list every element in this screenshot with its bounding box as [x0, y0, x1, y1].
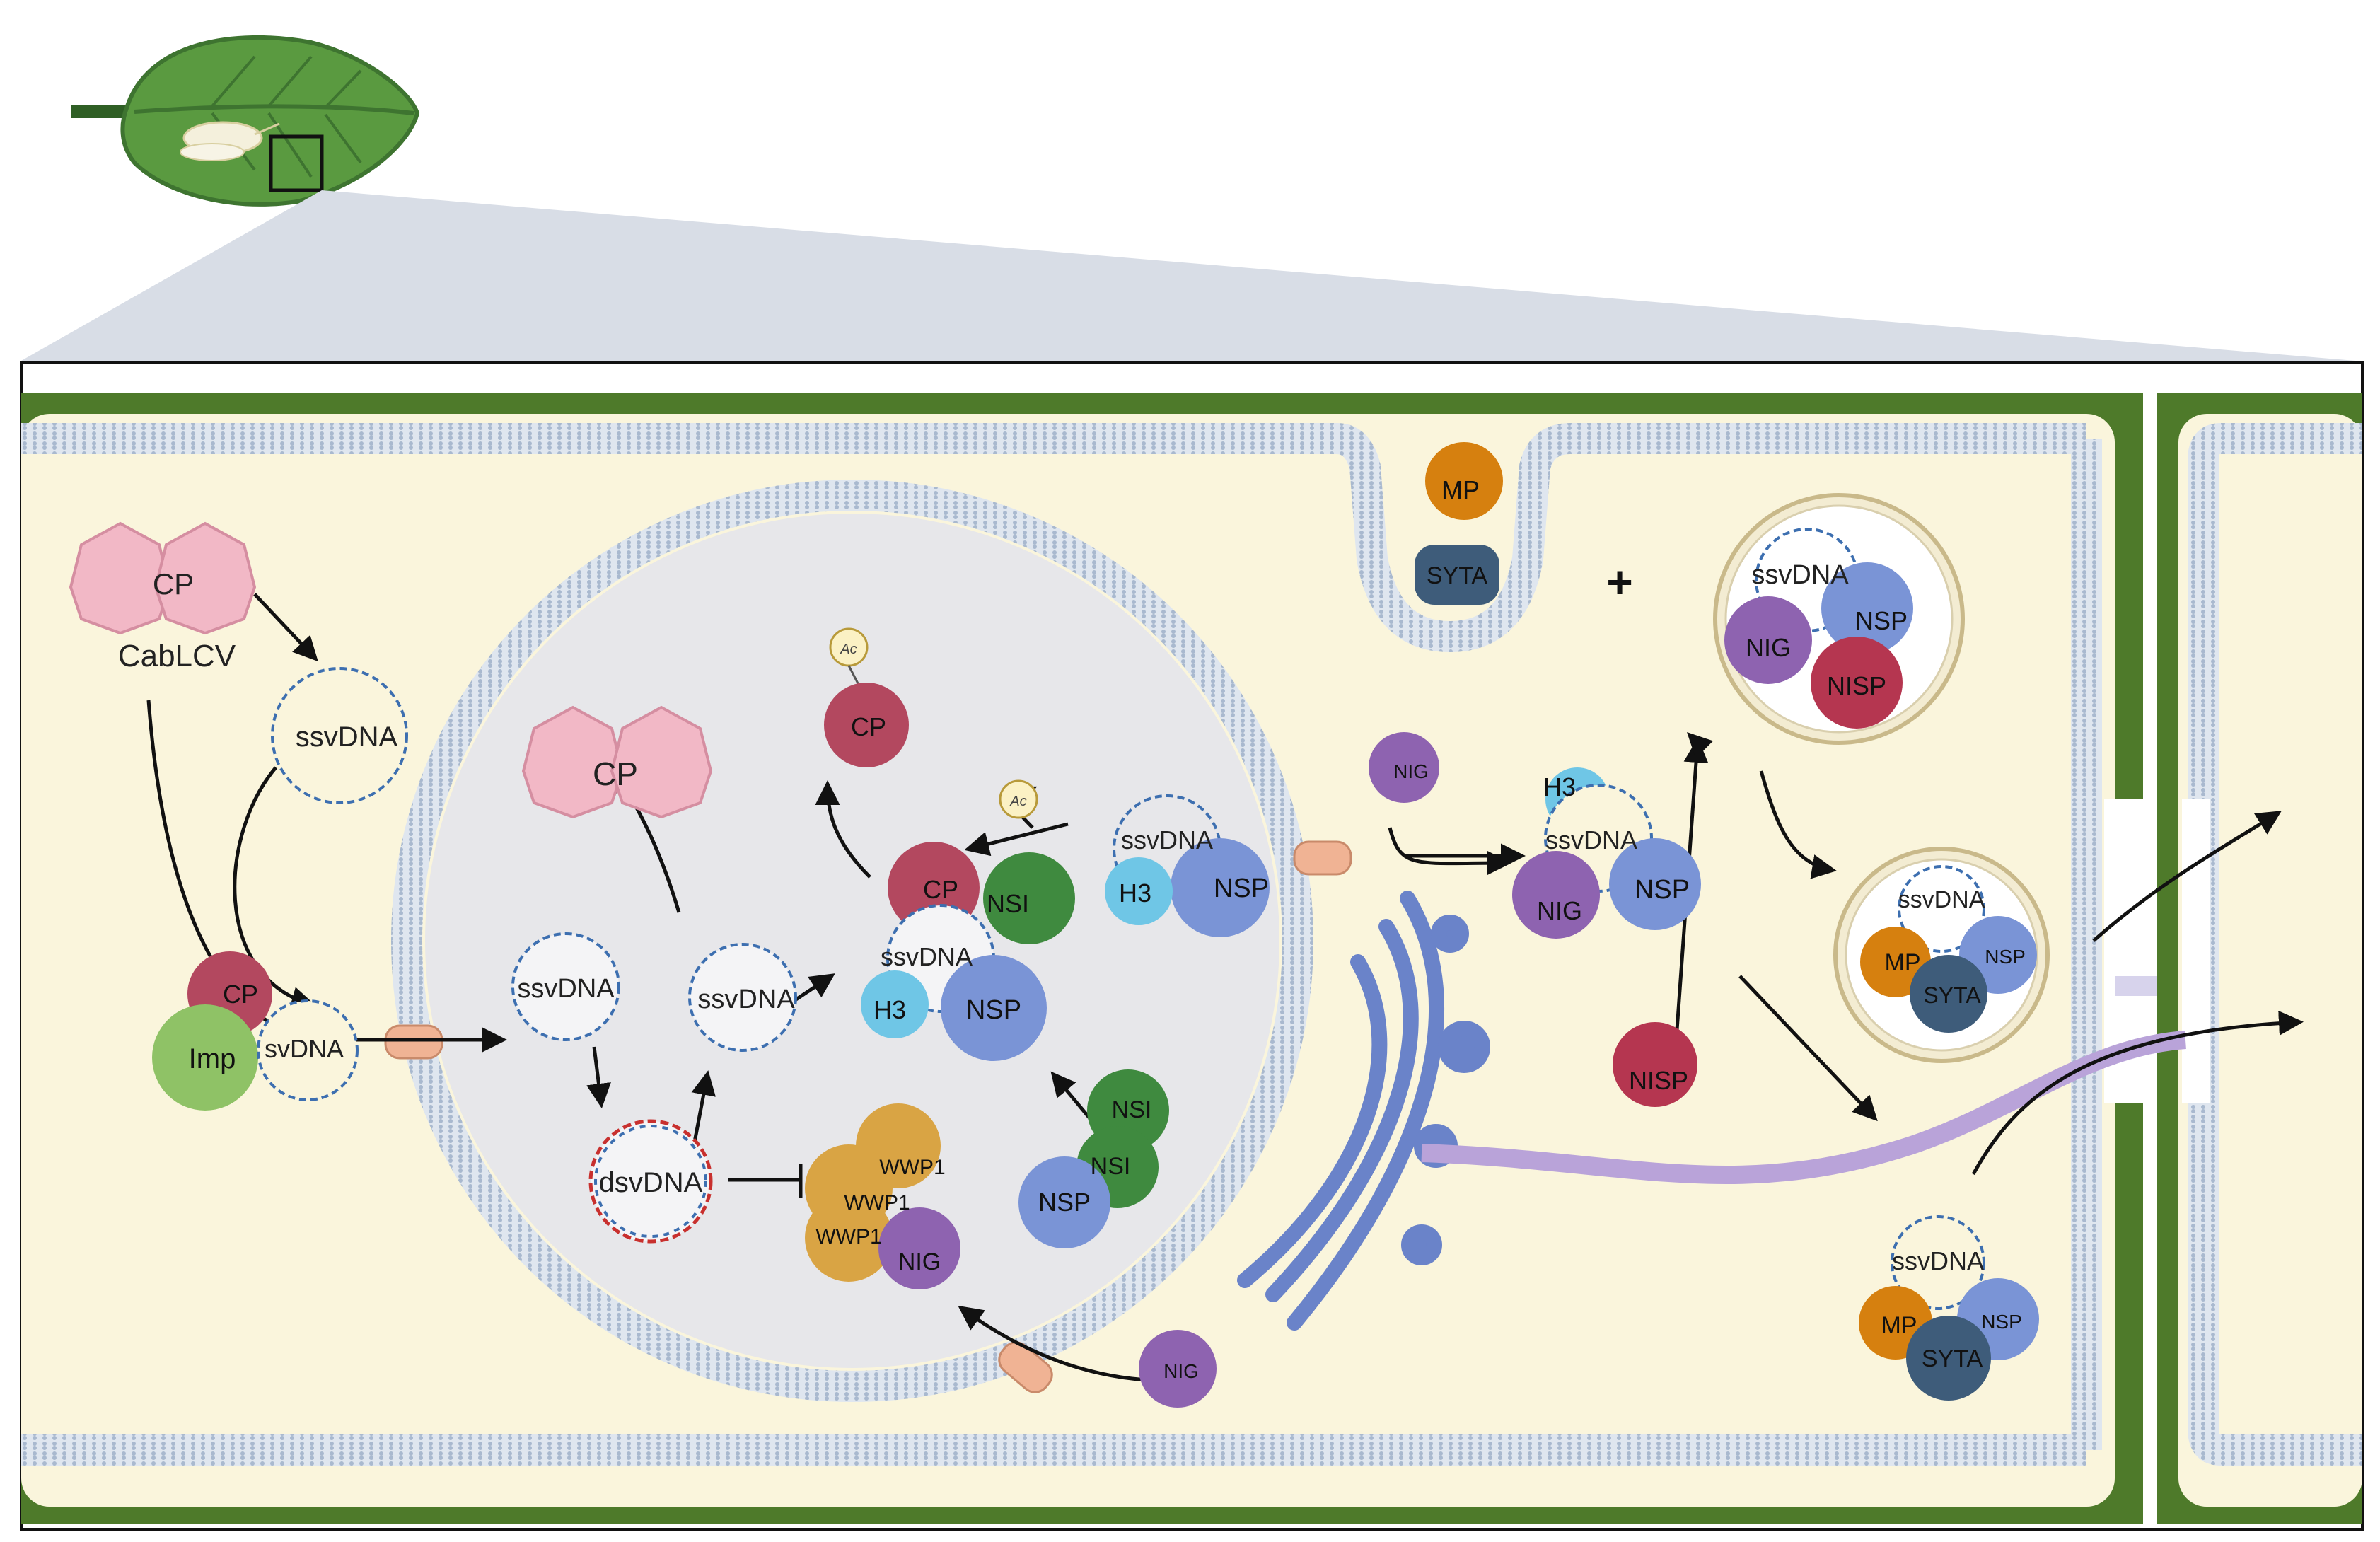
- nsi-b-label: NSI: [1091, 1153, 1131, 1180]
- cyto-nsp-label: NSP: [1635, 875, 1690, 905]
- ac-top-label: Ac: [840, 642, 857, 657]
- virion-cp-label: CP: [153, 567, 194, 601]
- ves2-mp-label: MP: [1885, 949, 1921, 976]
- wwp1-b-label: WWP1: [844, 1191, 910, 1215]
- imp-dna-label: svDNA: [265, 1034, 344, 1063]
- nsi-nsp-label: NSP: [1038, 1188, 1091, 1217]
- nsi-a-label: NSI: [1112, 1096, 1152, 1123]
- ssvdna-circle-icon: [271, 667, 408, 804]
- nuc-ssvdna-2-label: ssvDNA: [697, 985, 795, 1014]
- cp-top-label: CP: [851, 712, 886, 741]
- channel-icon: [384, 840, 1352, 1393]
- leaf-icon: [71, 35, 420, 207]
- ves2-nsp-label: NSP: [1985, 946, 2026, 968]
- ac-mid-label: Ac: [1009, 794, 1026, 809]
- wwp1-c-label: WWP1: [815, 1225, 881, 1248]
- ves1-nig-label: NIG: [1746, 633, 1791, 662]
- cyto-h3-label: H3: [1543, 772, 1576, 801]
- virion-name-label: CabLCV: [118, 639, 236, 673]
- ves2-syta-label: SYTA: [1923, 982, 1981, 1008]
- imp-complex: [152, 951, 359, 1111]
- inhibition-bar: [728, 1164, 803, 1198]
- complex-nsi-label: NSI: [987, 889, 1029, 918]
- nuc-right-h3-label: H3: [1119, 879, 1151, 908]
- bot-nsp-label: NSP: [1981, 1311, 2022, 1333]
- ves1-nisp-label: NISP: [1827, 671, 1886, 700]
- central-complex: [861, 842, 1075, 1061]
- capsid-icon: [521, 705, 713, 819]
- nig-bottom-label: NIG: [1163, 1360, 1199, 1382]
- ssvdna-circle-icon: [511, 932, 620, 1041]
- complex-ssvdna-label: ssvDNA: [881, 942, 973, 971]
- bottom-complex: [1859, 1215, 2039, 1401]
- ves1-nsp-label: NSP: [1855, 606, 1908, 635]
- zoom-box: [269, 134, 324, 192]
- vesicle-icon: [1833, 847, 2050, 1063]
- nig-cyto: [1369, 732, 1439, 803]
- wwp1-a-label: WWP1: [879, 1156, 945, 1179]
- nsi-nsp-cluster: [1018, 1069, 1169, 1248]
- mp-top: [1425, 442, 1503, 520]
- whitefly-icon: [180, 121, 280, 161]
- wwp1-nig-label: NIG: [898, 1248, 941, 1275]
- cyto-complex: [1512, 767, 1701, 939]
- nig-bottom: [1139, 1330, 1217, 1408]
- nuc-right-complex: [1105, 794, 1270, 937]
- complex-cp-label: CP: [923, 875, 958, 904]
- complex-h3-label: H3: [873, 995, 906, 1024]
- imp-label: Imp: [189, 1043, 236, 1074]
- cyto-nig-label: NIG: [1537, 896, 1582, 925]
- wwp1-cluster: [805, 1103, 960, 1289]
- capsid-icon: [69, 521, 257, 635]
- complex-nsp-label: NSP: [966, 995, 1021, 1025]
- cyto-ssvdna-label: ssvDNA: [1545, 825, 1637, 854]
- nisp-free-label: NISP: [1629, 1066, 1688, 1095]
- nuc-dsvdna-label: dsvDNA: [599, 1167, 703, 1198]
- plus-sign: +: [1606, 557, 1632, 608]
- cp-protein-top: [824, 683, 909, 767]
- ss-released-label: ssvDNA: [296, 721, 398, 753]
- ssvdna-circle-icon: [688, 943, 797, 1052]
- right-cell: [2157, 393, 2362, 1524]
- acetyl-icon: [999, 779, 1038, 819]
- nisp-free: [1613, 1022, 1697, 1107]
- nuc-right-ssvdna-label: ssvDNA: [1121, 825, 1213, 854]
- nuc-right-nsp-label: NSP: [1214, 874, 1269, 903]
- bot-mp-label: MP: [1881, 1312, 1917, 1339]
- nig-cyto-label: NIG: [1393, 760, 1429, 782]
- bot-syta-label: SYTA: [1922, 1345, 1983, 1372]
- nuc-capsid-cp-label: CP: [593, 755, 638, 792]
- vesicle-icon: [1713, 493, 1965, 745]
- ves2-ssvdna-label: ssvDNA: [1898, 886, 1985, 913]
- nuc-ssvdna-1-label: ssvDNA: [517, 974, 615, 1004]
- zoom-wedge: [21, 190, 2355, 361]
- ves1-ssvdna-label: ssvDNA: [1751, 560, 1849, 590]
- mp-top-label: MP: [1441, 475, 1480, 504]
- bot-ssvdna-label: ssvDNA: [1892, 1246, 1984, 1275]
- syta-top-label: SYTA: [1427, 562, 1488, 589]
- dsvdna-circle-icon: [588, 1119, 713, 1244]
- imp-cp-label: CP: [223, 980, 258, 1009]
- syta-top: [1415, 545, 1499, 605]
